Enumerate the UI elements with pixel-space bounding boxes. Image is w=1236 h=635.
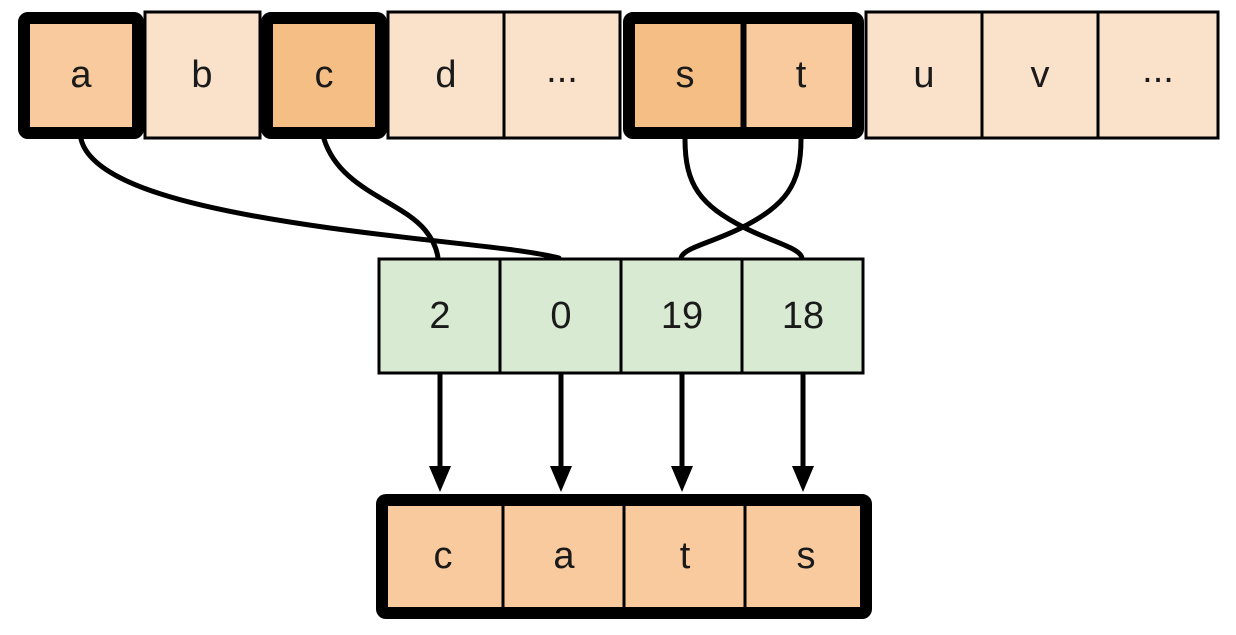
index-label-1: 0 xyxy=(550,295,571,337)
alphabet-label-t: t xyxy=(796,54,807,96)
alphabet-label-b: b xyxy=(191,54,212,96)
alphabet-label-s: s xyxy=(676,54,695,96)
arrow-index-3-to-output-3 xyxy=(792,374,814,492)
connector-t-to-index-19 xyxy=(678,136,804,261)
output-label-1: a xyxy=(553,535,575,577)
output-label-3: s xyxy=(797,535,816,577)
alphabet-row: a b c d ... s t u v ... xyxy=(18,10,1220,140)
alphabet-cell-d[interactable] xyxy=(386,10,506,140)
alphabet-cell-st-outline xyxy=(623,12,864,139)
alphabet-cell-c-outline xyxy=(261,12,387,139)
alphabet-cell-v[interactable] xyxy=(980,10,1100,140)
index-label-3: 18 xyxy=(782,295,824,337)
index-to-output-arrows xyxy=(429,374,814,492)
index-row: 2 0 19 18 xyxy=(377,257,865,375)
index-cell-2[interactable] xyxy=(377,257,502,375)
alphabet-cell-a-outline xyxy=(18,12,144,139)
output-row-outline xyxy=(376,494,872,619)
alphabet-label-u: u xyxy=(913,54,934,96)
alphabet-cell-b[interactable] xyxy=(143,10,262,140)
alphabet-label-c: c xyxy=(315,54,334,96)
output-label-2: t xyxy=(680,535,691,577)
index-label-2: 19 xyxy=(661,295,703,337)
index-cell-19[interactable] xyxy=(619,257,744,375)
connector-c-to-index-2 xyxy=(321,136,441,261)
arrow-index-0-to-output-0 xyxy=(429,374,451,492)
output-cell-a[interactable] xyxy=(501,498,626,615)
arrow-index-2-to-output-2 xyxy=(671,374,693,492)
alphabet-cell-ellipsis-2[interactable] xyxy=(1096,10,1220,140)
alphabet-label-d: d xyxy=(435,54,456,96)
alphabet-label-a: a xyxy=(70,54,92,96)
alphabet-cell-ellipsis-1[interactable] xyxy=(502,10,622,140)
output-row: c a t s xyxy=(376,494,872,619)
index-label-0: 2 xyxy=(429,295,450,337)
alphabet-label-ellipsis-2: ... xyxy=(1142,49,1174,91)
alphabet-label-ellipsis-1: ... xyxy=(546,49,578,91)
connector-s-to-index-18 xyxy=(682,136,805,261)
output-label-0: c xyxy=(434,535,453,577)
index-cell-18[interactable] xyxy=(740,257,865,375)
output-cell-c[interactable] xyxy=(380,498,505,615)
alphabet-label-v: v xyxy=(1031,54,1050,96)
connector-a-to-index-0 xyxy=(78,136,562,261)
arrow-index-1-to-output-1 xyxy=(550,374,572,492)
connector-curves xyxy=(78,136,805,261)
